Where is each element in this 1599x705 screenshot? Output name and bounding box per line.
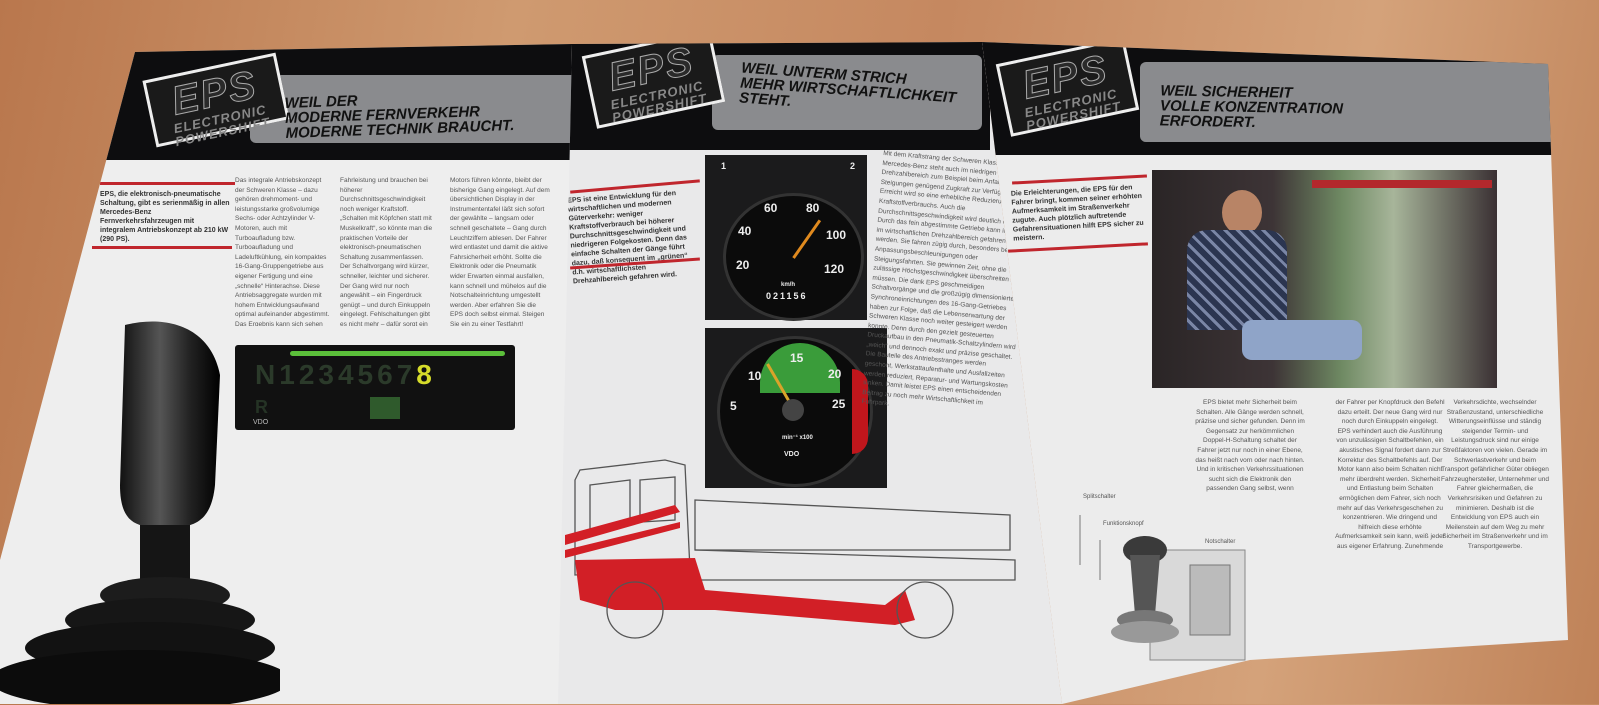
page-headline: WEIL SICHERHEIT VOLLE KONZENTRATION ERFO…	[1159, 82, 1344, 132]
tachometer-panel: 5 10 15 20 25 min⁻¹ x100 VDO	[705, 328, 887, 488]
red-zone	[852, 369, 868, 454]
driver-photo	[1152, 170, 1497, 388]
driver-jeans	[1242, 320, 1362, 360]
label-splitschalter: Splitschalter	[1083, 494, 1116, 500]
divider	[1008, 242, 1148, 253]
label-notschalter: Notschalter	[1205, 539, 1236, 545]
display-brand: VDO	[253, 419, 269, 426]
gear-numbers: N12345678	[255, 359, 436, 391]
gear-N: N	[255, 359, 280, 390]
speed-tick: 80	[806, 201, 820, 215]
body-column: Fahrleistung und brauchen bei höherer Du…	[340, 177, 433, 326]
gear-reverse: R	[255, 397, 268, 417]
intro-text: EPS ist eine Entwicklung für den wirtsch…	[567, 190, 688, 286]
driver-head	[1222, 190, 1262, 235]
gear-3: 3	[318, 359, 338, 390]
indicator-square	[370, 397, 400, 419]
speed-tick: 40	[738, 224, 752, 238]
gear-1: 1	[279, 359, 299, 390]
rpm-unit: min⁻¹ x100	[782, 435, 813, 441]
body-column: Verkehrsdichte, wechselnder Straßenzusta…	[1440, 399, 1550, 550]
headline-box	[250, 75, 572, 143]
truck-drawing	[565, 459, 1016, 639]
gear-lever-image	[0, 321, 280, 704]
needle-hub	[782, 399, 804, 421]
rpm-tick: 25	[832, 397, 846, 411]
headline-box	[1140, 62, 1560, 142]
tachometer-dial: 5 10 15 20 25 min⁻¹ x100 VDO	[717, 336, 873, 487]
driver-shirt	[1187, 230, 1287, 330]
label-funktionsknopf: Funktionsknopf	[1103, 521, 1144, 527]
rpm-tick: 5	[730, 399, 737, 413]
body-column: Motors führen könnte, bleibt der bisheri…	[450, 177, 550, 326]
gear-6: 6	[377, 359, 397, 390]
tacho-brand: VDO	[784, 451, 800, 458]
gear-active: 8	[416, 359, 436, 390]
indicator-label-2: 2	[849, 161, 855, 171]
gear-4: 4	[337, 359, 358, 390]
rpm-tick: 20	[828, 367, 842, 381]
gear-2: 2	[298, 359, 319, 390]
page-headline: WEIL DER MODERNE FERNVERKEHR MODERNE TEC…	[284, 92, 515, 142]
body-column: EPS bietet mehr Sicherheit beim Schalten…	[1195, 399, 1305, 493]
divider	[100, 182, 235, 185]
gear-display: N12345678 R VDO	[235, 345, 515, 430]
speed-tick: 100	[826, 228, 847, 242]
rpm-tick: 10	[748, 369, 762, 383]
cab-frame	[1312, 180, 1492, 188]
body-column: Das integrale Antriebskonzept der Schwer…	[235, 177, 330, 326]
gear-5: 5	[357, 359, 378, 390]
body-column: der Fahrer per Knopfdruck den Befehl daz…	[1335, 399, 1445, 550]
divider	[92, 246, 232, 249]
speed-needle	[792, 219, 822, 259]
intro-text: Die Erleichterungen, die EPS für den Fah…	[1010, 184, 1144, 243]
speed-tick: 20	[736, 258, 750, 272]
indicator-label-1: 1	[721, 161, 727, 171]
speedometer-dial: 20 40 60 80 100 120 km/h 021156	[723, 193, 864, 321]
rpm-tick: 15	[790, 351, 804, 365]
headline-box	[712, 55, 982, 130]
speedometer-panel: 1 2 20 40 60 80 100 120 km/h 021156	[705, 155, 867, 321]
display-bar	[290, 351, 505, 356]
intro-text: EPS, die elektronisch-pneumatische Schal…	[100, 191, 230, 243]
speed-unit: km/h	[781, 282, 796, 288]
speed-tick: 120	[824, 262, 845, 276]
odometer: 021156	[766, 291, 808, 301]
shift-console-drawing	[1079, 515, 1246, 661]
speed-tick: 60	[764, 201, 778, 215]
gear-7: 7	[396, 359, 417, 390]
